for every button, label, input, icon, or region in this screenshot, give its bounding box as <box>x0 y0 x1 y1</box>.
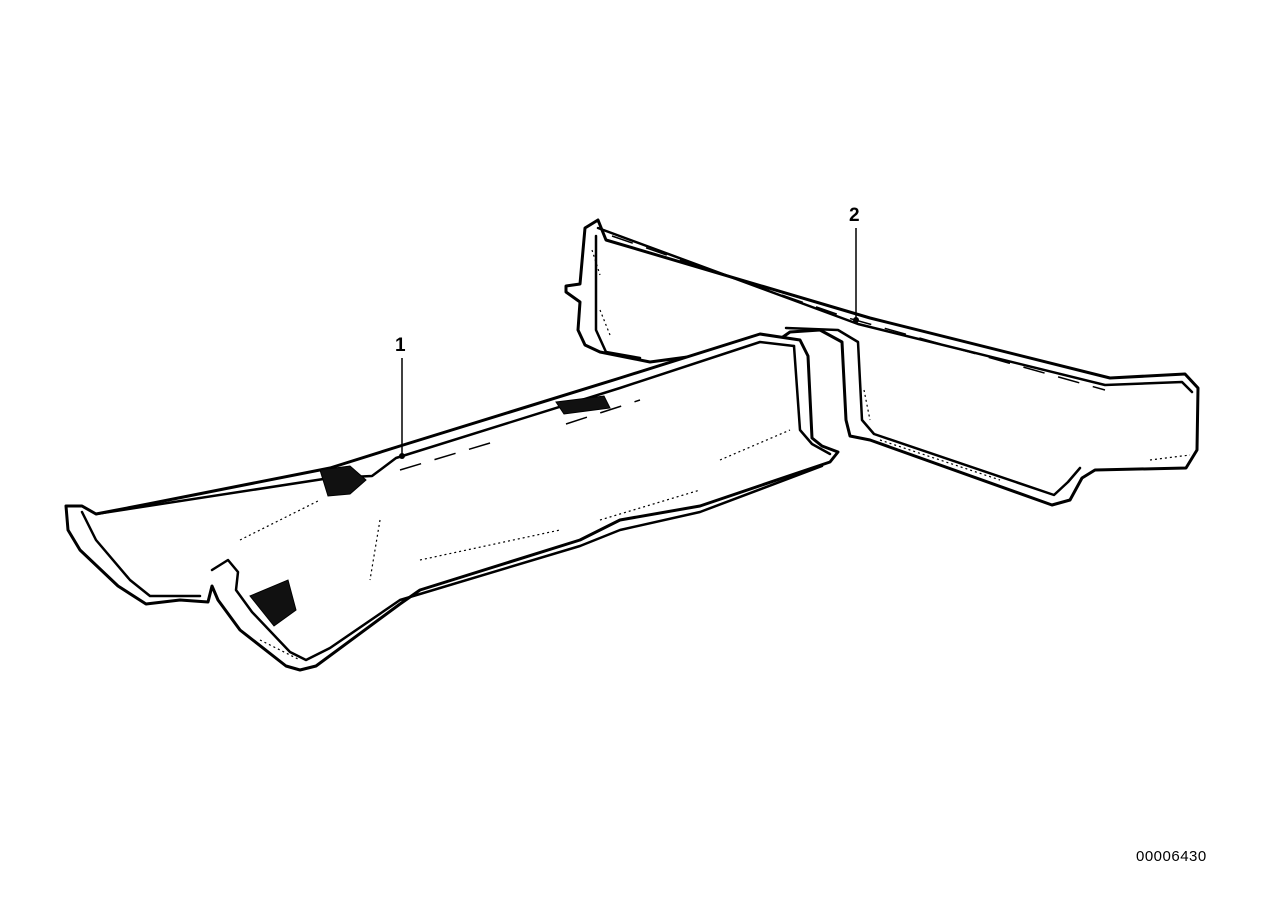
leader-line-2 <box>853 228 859 323</box>
rear-trim-top-edge <box>596 226 1194 394</box>
front-trim-side-fold <box>792 344 832 456</box>
front-trim-left-flange <box>80 510 202 598</box>
callout-label-2[interactable]: 2 <box>849 205 860 226</box>
front-trim-part-1[interactable] <box>64 332 840 672</box>
diagram-number: 00006430 <box>1136 848 1207 865</box>
front-trim-front-return <box>210 464 824 662</box>
leader-line-1 <box>399 358 405 459</box>
front-trim-left-recess <box>319 465 367 497</box>
front-trim-grille <box>249 579 297 627</box>
rear-trim-outline <box>564 218 1200 507</box>
rear-trim-texture <box>591 249 1191 481</box>
rear-trim-inner-fold <box>784 326 1082 497</box>
front-trim-stitch-line <box>399 399 641 471</box>
rear-trim-part-2[interactable] <box>564 218 1200 507</box>
front-trim-vent-cutout <box>555 395 611 415</box>
rear-trim-left-flange <box>594 234 642 360</box>
front-trim-outline <box>64 332 840 672</box>
callout-label-1[interactable]: 1 <box>395 335 406 356</box>
front-trim-texture <box>239 429 791 661</box>
rear-trim-stitch-line <box>611 235 1106 391</box>
